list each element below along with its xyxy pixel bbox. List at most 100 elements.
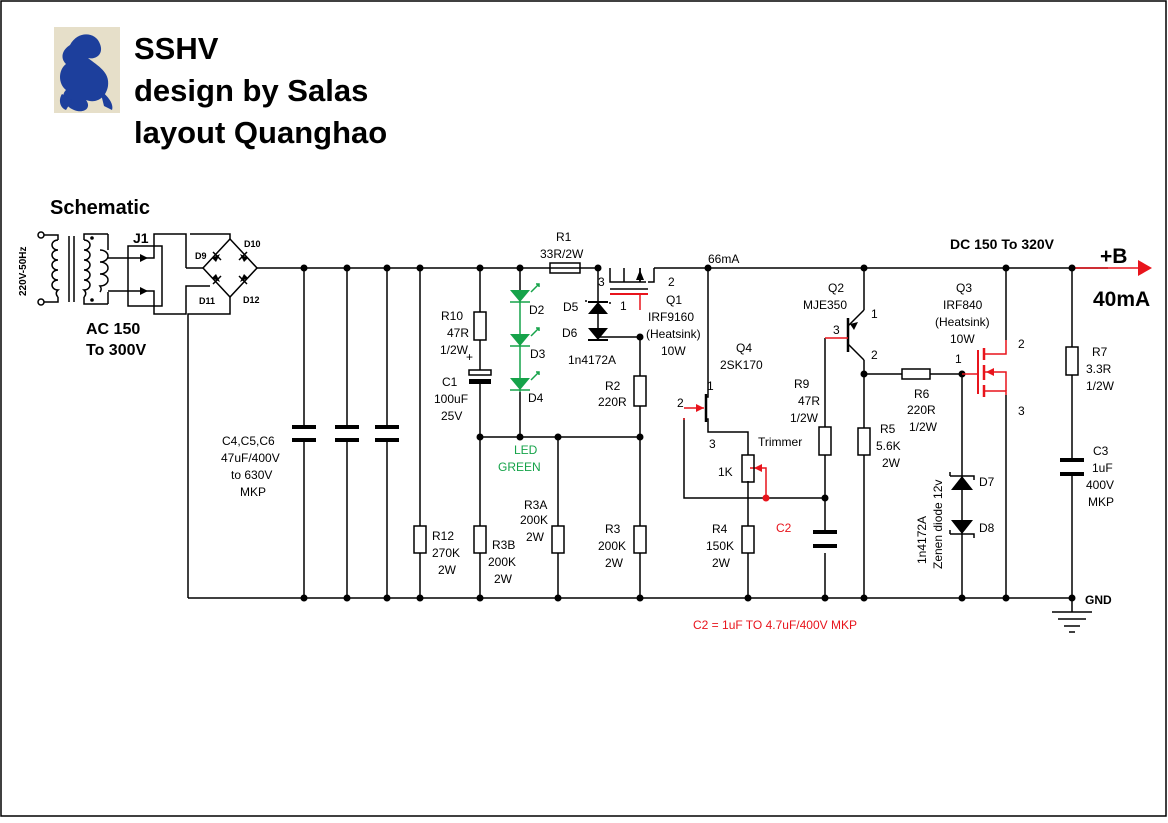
output-current-label: 40mA — [1093, 288, 1150, 311]
led-chain — [510, 283, 540, 392]
r6-label-3: 1/2W — [909, 420, 938, 434]
junction-dots — [300, 264, 1076, 602]
r7-label-3: 1/2W — [1086, 379, 1115, 393]
zener-part-label: 1n4172A — [915, 516, 929, 564]
q1-pin-1: 1 — [620, 299, 627, 313]
d2-label: D2 — [529, 303, 545, 317]
connector-j1: J1 — [108, 230, 187, 315]
r5-label-2: 5.6K — [876, 439, 901, 453]
q3-pin-1: 1 — [955, 352, 962, 366]
r10-label-3: 1/2W — [440, 343, 469, 357]
resistor-r10 — [473, 311, 487, 341]
q4-label-1: Q4 — [736, 341, 752, 355]
d3-label: D3 — [530, 347, 546, 361]
q1-label-4: 10W — [661, 344, 686, 358]
r3b-label-3: 2W — [494, 572, 513, 586]
q1-pin-2: 2 — [668, 275, 675, 289]
diodes-d5-d6 — [585, 300, 611, 341]
r4-label-3: 2W — [712, 556, 731, 570]
q2-pin-2: 2 — [871, 348, 878, 362]
r4-label-2: 150K — [706, 539, 734, 553]
mosfet-q1 — [609, 268, 655, 310]
d56-part-label: 1n4172A — [568, 353, 616, 367]
q4-label-2: 2SK170 — [720, 358, 763, 372]
q2-label-1: Q2 — [828, 281, 844, 295]
q4-pin-2: 2 — [677, 396, 684, 410]
capacitor-c1 — [468, 369, 492, 384]
resistor-r3b — [473, 525, 487, 554]
d8-label: D8 — [979, 521, 995, 535]
trimmer-pot — [741, 454, 755, 483]
r3a-label-2: 200K — [520, 513, 548, 527]
q3-label-2: IRF840 — [943, 298, 983, 312]
r3-label-3: 2W — [605, 556, 624, 570]
r3a-label-1: R3A — [524, 498, 547, 512]
c1-label-3: 25V — [441, 409, 462, 423]
q1-label-2: IRF9160 — [648, 310, 694, 324]
r3-label-2: 200K — [598, 539, 626, 553]
led-label-1: LED — [514, 443, 538, 457]
zener-desc-label: Zenen diode 12v — [931, 480, 945, 569]
q1-label-3: (Heatsink) — [646, 327, 701, 341]
resistor-r4 — [741, 525, 755, 554]
title-line-1: SSHV — [134, 31, 219, 66]
zener-diodes — [949, 472, 975, 540]
d11-label: D11 — [199, 296, 215, 306]
r9-label-3: 1/2W — [790, 411, 819, 425]
mosfet-q3 — [962, 340, 1007, 397]
c456-label-3: to 630V — [231, 468, 272, 482]
c3-label-4: MKP — [1088, 495, 1114, 509]
trimmer-label: Trimmer — [758, 435, 802, 449]
schematic-heading: Schematic — [50, 197, 150, 219]
led-label-2: GREEN — [498, 460, 541, 474]
c2-note: C2 = 1uF TO 4.7uF/400V MKP — [693, 618, 857, 632]
r12-label-1: R12 — [432, 529, 454, 543]
r10-label-2: 47R — [447, 326, 469, 340]
bjt-q2 — [825, 309, 865, 361]
q4-pin-3: 3 — [709, 437, 716, 451]
r5-label-1: R5 — [880, 422, 896, 436]
resistor-r9 — [818, 426, 832, 456]
c3-label-2: 1uF — [1092, 461, 1113, 475]
resistor-r3a — [551, 525, 565, 554]
resistor-r3 — [633, 525, 647, 554]
d4-label: D4 — [528, 391, 544, 405]
c456-label-1: C4,C5,C6 — [222, 434, 275, 448]
c1-label-2: 100uF — [434, 392, 468, 406]
transformer: 220V-50Hz — [18, 231, 109, 306]
resistor-r1 — [549, 262, 581, 274]
r9-label-2: 47R — [798, 394, 820, 408]
ac-voltage-line-2: To 300V — [86, 342, 147, 359]
gnd-label: GND — [1085, 593, 1112, 607]
ac-voltage-line-1: AC 150 — [86, 321, 140, 338]
c1-plus-mark: + — [466, 350, 473, 364]
r4-label-1: R4 — [712, 522, 728, 536]
d7-label: D7 — [979, 475, 995, 489]
q3-label-3: (Heatsink) — [935, 315, 990, 329]
d6-label: D6 — [562, 326, 578, 340]
r6-label-1: R6 — [914, 387, 930, 401]
q3-label-4: 10W — [950, 332, 975, 346]
d5-label: D5 — [563, 300, 579, 314]
c456-label-2: 47uF/400V — [221, 451, 280, 465]
d10-label: D10 — [244, 239, 261, 249]
r3b-label-1: R3B — [492, 538, 515, 552]
r7-label-2: 3.3R — [1086, 362, 1112, 376]
r2-label-2: 220R — [598, 395, 627, 409]
r5-label-3: 2W — [882, 456, 901, 470]
r3-label-1: R3 — [605, 522, 621, 536]
q3-pin-3: 3 — [1018, 404, 1025, 418]
dc-output-label: DC 150 To 320V — [950, 236, 1055, 252]
c2-label: C2 — [776, 521, 792, 535]
b-plus-label: +B — [1100, 245, 1127, 268]
c1-label-1: C1 — [442, 375, 458, 389]
q1-label-1: Q1 — [666, 293, 682, 307]
c3-label-1: C3 — [1093, 444, 1109, 458]
r1-label-1: R1 — [556, 230, 572, 244]
logo-image — [54, 27, 120, 113]
r9-label-1: R9 — [794, 377, 810, 391]
q2-label-2: MJE350 — [803, 298, 847, 312]
c456-label-4: MKP — [240, 485, 266, 499]
